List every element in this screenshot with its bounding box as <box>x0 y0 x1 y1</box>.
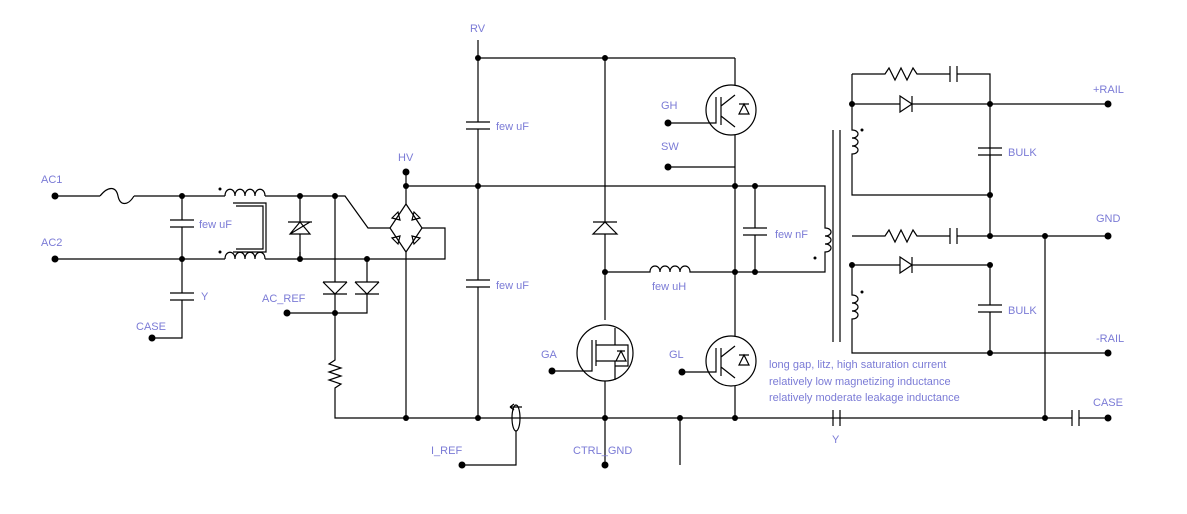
label-case-left: CASE <box>136 321 166 333</box>
mosfet-ga <box>552 324 634 418</box>
label-ga: GA <box>541 349 558 361</box>
labels: AC1 AC2 CASE Y few uF HV AC_REF RV few u… <box>41 23 1124 457</box>
note-line-1: long gap, litz, high saturation current <box>769 359 946 371</box>
secondary-side <box>832 66 1108 426</box>
label-ac-ref: AC_REF <box>262 293 306 305</box>
label-gnd: GND <box>1096 213 1121 225</box>
label-gl: GL <box>669 349 684 361</box>
primary-side <box>735 130 841 342</box>
label-y-left: Y <box>201 291 209 303</box>
label-few-uf-filter: few uF <box>199 219 232 231</box>
note-line-2: relatively low magnetizing inductance <box>769 376 951 388</box>
label-few-uh: few uH <box>652 281 686 293</box>
igbt-high <box>668 58 757 186</box>
label-hv: HV <box>398 152 414 164</box>
label-gh: GH <box>661 100 678 112</box>
current-sense <box>462 403 681 466</box>
label-few-uf-top: few uF <box>496 121 529 133</box>
dc-bus <box>406 57 735 418</box>
label-case-right: CASE <box>1093 397 1123 409</box>
junction-dots <box>179 55 1048 421</box>
label-rv: RV <box>470 23 486 35</box>
label-ac1: AC1 <box>41 174 62 186</box>
label-minus-rail: -RAIL <box>1096 333 1124 345</box>
label-few-uf-bottom: few uF <box>496 280 529 292</box>
note-line-3: relatively moderate leakage inductance <box>769 392 960 404</box>
label-sw: SW <box>661 141 679 153</box>
label-y-bottom: Y <box>832 434 840 446</box>
label-i-ref: I_REF <box>431 445 462 457</box>
terminal-pins <box>51 40 1112 469</box>
input-filter <box>55 187 880 419</box>
label-ctrl-gnd: CTRL_GND <box>573 445 632 457</box>
label-ac2: AC2 <box>41 237 62 249</box>
label-plus-rail: +RAIL <box>1093 84 1124 96</box>
label-few-nf: few nF <box>775 229 808 241</box>
bridge-rectifier <box>389 186 423 418</box>
label-bulk-top: BULK <box>1008 147 1037 159</box>
igbt-low <box>682 186 757 418</box>
label-bulk-bottom: BULK <box>1008 305 1037 317</box>
